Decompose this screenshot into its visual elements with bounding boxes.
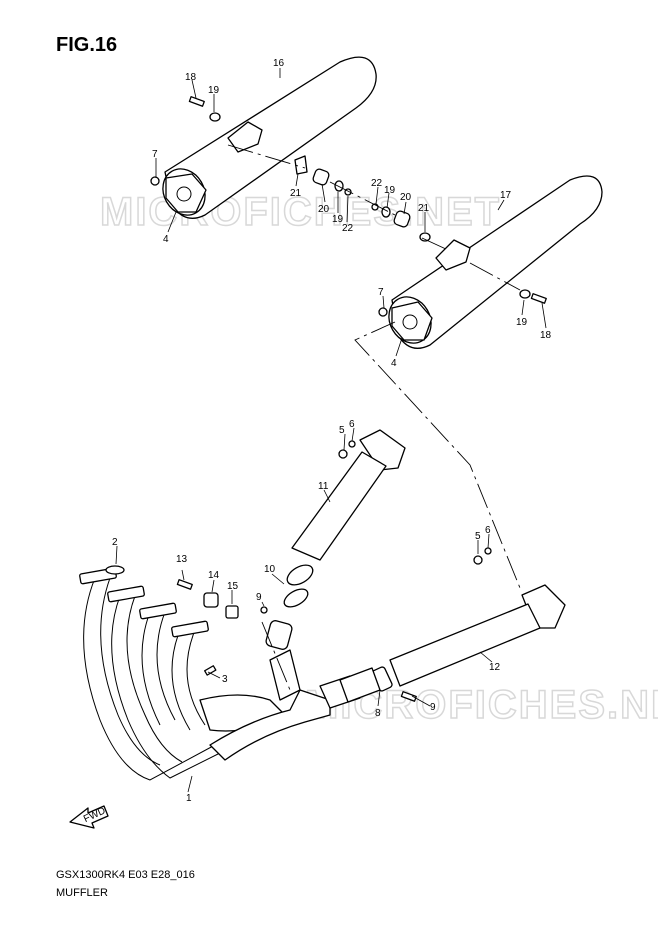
exhaust-header-1 (79, 565, 381, 781)
callout-11: 11 (318, 481, 329, 492)
callout-10: 10 (264, 564, 276, 575)
figure-title: FIG.16 (56, 34, 118, 56)
callout-3: 3 (222, 674, 228, 685)
callout-6-lower: 6 (485, 525, 491, 536)
callout-5-upper: 5 (339, 425, 345, 436)
pipe-12 (371, 547, 566, 702)
fwd-arrow-icon: FWD (69, 805, 109, 829)
callout-7-lower: 7 (378, 287, 384, 298)
callout-18-lower: 18 (540, 330, 552, 341)
callout-5-lower: 5 (475, 531, 481, 542)
callout-1: 1 (186, 793, 192, 804)
callout-9-lower: 9 (430, 702, 436, 713)
model-code: GSX1300RK4 E03 E28_016 (56, 869, 195, 881)
callout-4-lower: 4 (391, 358, 397, 369)
callout-19-upper-b: 19 (332, 214, 344, 225)
callout-20-lower: 20 (400, 192, 412, 203)
callout-18-upper: 18 (185, 72, 197, 83)
muffler-17 (388, 175, 603, 349)
callout-19-upper: 19 (208, 85, 220, 96)
callout-20-upper: 20 (318, 204, 330, 215)
muffler-16 (162, 56, 377, 219)
callout-17: 17 (500, 190, 512, 201)
callout-22-upper: 22 (342, 223, 354, 234)
callout-21-upper: 21 (290, 188, 302, 199)
pipe-11 (283, 429, 406, 608)
callout-21-lower: 21 (418, 203, 430, 214)
callout-16: 16 (273, 58, 285, 69)
callout-12: 12 (489, 662, 501, 673)
callout-15: 15 (227, 581, 239, 592)
callout-7-upper: 7 (152, 149, 158, 160)
callout-4-upper: 4 (163, 234, 169, 245)
callout-14: 14 (208, 570, 220, 581)
callout-2: 2 (112, 537, 118, 548)
section-name: MUFFLER (56, 887, 108, 899)
callout-13: 13 (176, 554, 188, 565)
callout-9-upper: 9 (256, 592, 262, 603)
callout-8: 8 (375, 708, 381, 719)
callouts: 18 19 16 7 4 21 20 19 22 22 19 20 21 17 … (112, 58, 552, 804)
callout-19-lower-a: 19 (384, 185, 396, 196)
callout-6-upper: 6 (349, 419, 355, 430)
callout-22-lower: 22 (371, 178, 383, 189)
callout-19-lower-b: 19 (516, 317, 528, 328)
